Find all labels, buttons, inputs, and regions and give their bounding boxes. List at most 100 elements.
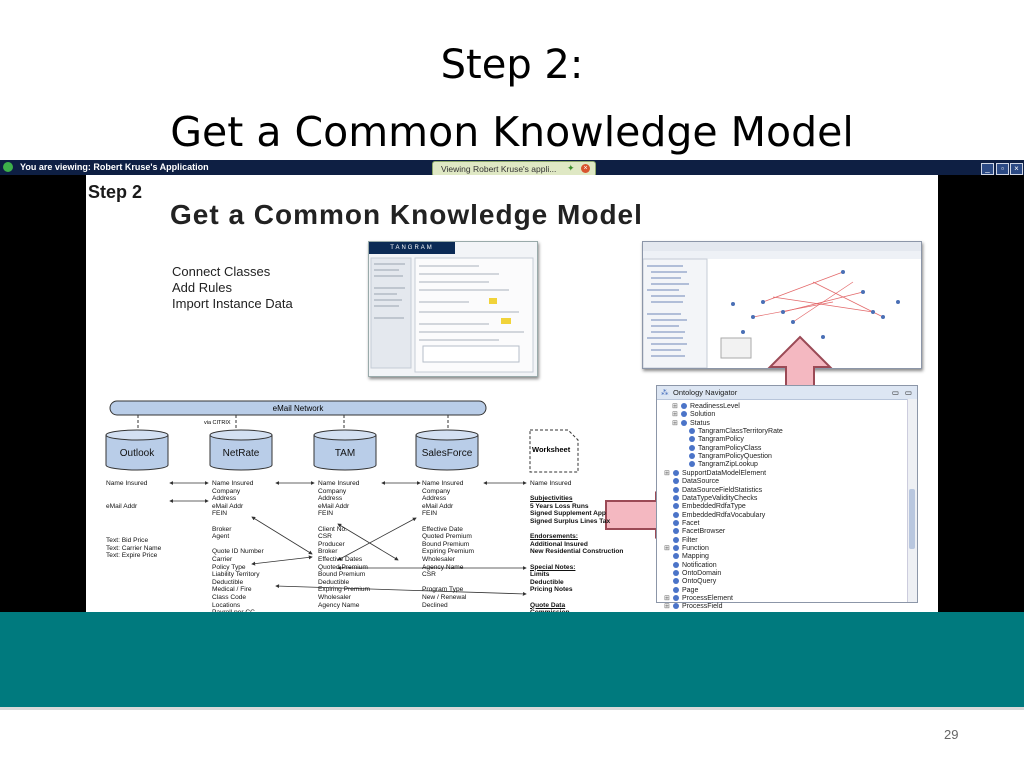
ontology-item-label: EmbeddedRdfaType [682, 503, 746, 511]
ontology-tree-item[interactable]: ⊞Function [664, 544, 709, 553]
class-icon [673, 536, 679, 543]
ontology-tree-item[interactable]: FacetBrowser [673, 528, 725, 536]
field-label: Class Code [212, 594, 247, 601]
ontology-tree-item[interactable]: ⊞ ProcessField [664, 603, 723, 611]
field-label: FEIN [318, 510, 334, 518]
pin-icon[interactable]: ✦ [567, 163, 575, 173]
field-label: Wholesaler [422, 556, 455, 563]
ontology-tree-item[interactable]: Notification [673, 561, 717, 570]
ontology-tree-item[interactable]: Page [673, 586, 698, 595]
expand-icon[interactable]: ⊞ [664, 544, 670, 552]
ontology-tree-item[interactable]: DataSource [673, 478, 719, 486]
ontology-tree-item[interactable]: Facet [673, 519, 700, 528]
ontology-tree-item[interactable]: EmbeddedRdfaType [673, 503, 746, 511]
close-session-icon[interactable]: × [581, 164, 590, 173]
ontology-tree-item[interactable]: EmbeddedRdfaVocabulary [673, 511, 765, 520]
field-label: eMail Addr [422, 502, 454, 510]
field-label: 5 Years Loss Runs [530, 502, 589, 510]
email-network-bar [109, 400, 487, 416]
ontology-tree-item[interactable]: TangramPolicy [689, 436, 744, 444]
slide-title-line-1: Step 2: [440, 42, 584, 88]
class-icon [673, 553, 679, 560]
ontology-item-label: DataSource [682, 478, 719, 486]
ontology-navigator-header[interactable]: ⁂ Ontology Navigator ▭ ▭ [657, 386, 917, 400]
minimize-panel-icon[interactable]: ▭ [891, 388, 899, 397]
ontology-tree-item[interactable]: DataTypeValidityChecks [673, 494, 758, 503]
ontology-tree-item[interactable]: Mapping [673, 553, 709, 561]
class-icon [689, 428, 695, 435]
field-label: Quote ID Number [212, 548, 264, 556]
shared-slide: Step 2 Get a Common Knowledge Model Conn… [86, 175, 938, 612]
expand-icon[interactable]: ⊞ [664, 595, 670, 603]
ontology-tree-item[interactable]: ⊞ ReadinessLevel [672, 403, 740, 411]
ontology-item-label: Status [690, 419, 710, 427]
ontology-item-label: ProcessField [682, 603, 723, 611]
ontology-item-label: ReadinessLevel [690, 403, 740, 410]
ontology-tree-item[interactable]: OntoQuery [673, 578, 716, 586]
field-label: Carrier [212, 556, 233, 563]
system-label: NetRate [223, 448, 260, 459]
class-icon [689, 436, 695, 443]
class-icon [673, 570, 679, 576]
ontology-item-label: DataSourceFieldStatistics [682, 486, 763, 494]
field-label: Bound Premium [422, 540, 470, 548]
ontology-item-label: DataTypeValidityChecks [682, 494, 758, 502]
expand-icon[interactable]: ⊞ [672, 411, 678, 419]
restore-icon[interactable]: ▫ [996, 163, 1009, 175]
maximize-panel-icon[interactable]: ▭ [904, 388, 912, 397]
ontology-tree-item[interactable]: TangramZipLookup [689, 461, 758, 469]
expand-icon[interactable]: ⊞ [672, 419, 678, 427]
ontology-tree-item[interactable]: TangramPolicyQuestion [689, 453, 772, 461]
slide-title-line-2: Get a Common Knowledge Model [170, 108, 854, 156]
class-icon [673, 469, 679, 476]
scroll-thumb[interactable] [909, 489, 915, 549]
class-icon [689, 453, 695, 460]
class-icon [673, 544, 679, 551]
ontology-tree-item[interactable]: ⊞ProcessElement [664, 595, 733, 603]
ontology-tree-item[interactable]: TangramPolicyClass [689, 444, 762, 453]
field-label: Declined [422, 601, 448, 609]
field-label: Pricing Notes [530, 586, 573, 594]
ontology-tree-item[interactable]: ⊞Solution [672, 411, 715, 419]
minimize-icon[interactable]: _ [981, 163, 994, 175]
field-label: Client No. [318, 525, 347, 533]
field-label: Company [212, 487, 241, 495]
field-label: Quote Data [530, 601, 566, 609]
ontology-item-label: Facet [682, 519, 700, 527]
field-label: Medical / Fire [212, 586, 252, 594]
field-label: Expiring Premium [318, 586, 371, 594]
navigator-scrollbar[interactable] [907, 399, 917, 602]
expand-icon[interactable]: ⊞ [664, 469, 670, 477]
ontology-tree-item[interactable]: ⊞ Status [672, 419, 710, 428]
navigator-title: Ontology Navigator [673, 388, 738, 397]
ontology-tree-item[interactable]: ⊞ SupportDataModelElement [664, 469, 767, 478]
ontology-item-label: Mapping [682, 553, 709, 561]
class-icon [673, 595, 679, 602]
expand-icon[interactable]: ⊞ [664, 603, 670, 611]
class-icon [673, 603, 679, 610]
field-label: Broker [318, 548, 338, 556]
field-label: Policy Type [212, 563, 246, 571]
field-label: Limits [530, 571, 550, 579]
field-label: FEIN [422, 510, 438, 518]
field-label: Wholesaler [318, 594, 351, 601]
brand-bar: TANGRAM [369, 242, 455, 254]
ontology-item-label: SupportDataModelElement [682, 469, 767, 477]
ontology-item-label: TangramPolicyClass [698, 444, 762, 452]
ontology-tree-item[interactable]: OntoDomain [673, 570, 721, 578]
expand-icon[interactable]: ⊞ [672, 403, 678, 410]
graph-sketch [642, 242, 921, 369]
network-label: eMail Network [273, 404, 325, 413]
field-label: FEIN [212, 510, 228, 518]
class-icon [673, 561, 679, 568]
system-label: SalesForce [422, 448, 473, 459]
session-tab[interactable]: Viewing Robert Kruse's appli... ✦ × [432, 161, 596, 177]
class-icon [673, 511, 679, 518]
close-icon[interactable]: × [1010, 163, 1023, 175]
ontology-tree-item[interactable]: Filter [673, 536, 698, 545]
ontology-tree-item[interactable]: TangramClassTerritoryRate [689, 428, 783, 436]
ontology-item-label: TangramClassTerritoryRate [698, 428, 783, 436]
class-icon [681, 403, 687, 409]
ontology-tree-item[interactable]: DataSourceFieldStatistics [673, 486, 763, 495]
